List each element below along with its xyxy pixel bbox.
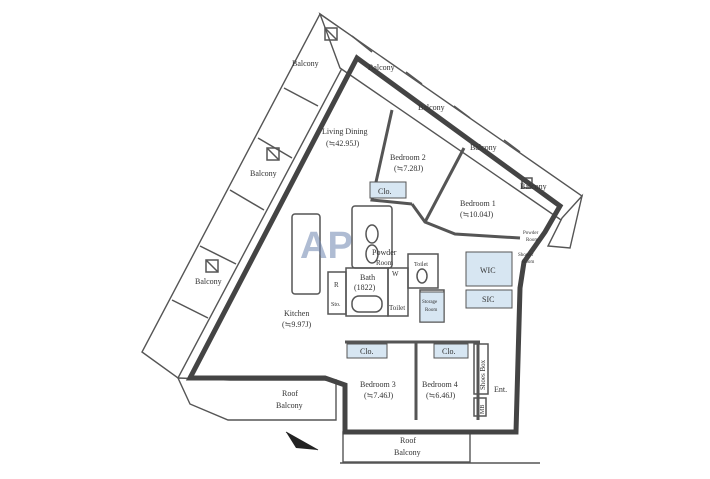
watermark-logo: AP xyxy=(300,225,353,267)
label-powder-small-1: Powder xyxy=(523,231,539,236)
label-bedroom2-area: (≒7.28J) xyxy=(394,164,423,173)
wall-bedroom2-left xyxy=(370,109,413,206)
label-roof-left-2: Balcony xyxy=(276,401,303,410)
label-bath-size: (1822) xyxy=(354,283,376,292)
strip-divider xyxy=(171,299,209,319)
toilet-upper-box xyxy=(407,253,439,289)
label-kitchen-area: (≒9.97J) xyxy=(282,320,311,329)
label-bedroom4: Bedroom 4 xyxy=(422,380,458,389)
toilet-bowl xyxy=(416,268,428,284)
label-shoes-box: Shoes Box xyxy=(479,359,487,390)
label-bedroom1: Bedroom 1 xyxy=(460,199,496,208)
label-kitchen: Kitchen xyxy=(284,309,309,318)
label-shower-2: Room xyxy=(522,260,534,265)
strip-divider xyxy=(229,189,265,211)
wall-bedroom2-bedroom1 xyxy=(423,147,466,223)
closet-bedroom2 xyxy=(369,181,407,199)
storage-fill xyxy=(419,291,445,323)
label-balcony-top-3: Balcony xyxy=(470,143,497,152)
sink-2 xyxy=(365,244,379,264)
label-bedroom3-area: (≒7.46J) xyxy=(364,391,393,400)
label-powder-small-2: Room xyxy=(526,238,538,243)
label-powder-room-2: Room xyxy=(376,259,394,267)
label-bedroom2: Bedroom 2 xyxy=(390,153,426,162)
label-living-dining: Living Dining xyxy=(322,127,368,136)
label-toilet-lower: Toilet xyxy=(389,304,405,312)
label-balcony-top-2: Balcony xyxy=(418,103,445,112)
north-arrow-icon xyxy=(285,431,319,451)
label-refrigerator: R xyxy=(334,281,339,289)
label-balcony-top-1: Balcony xyxy=(368,63,395,72)
label-balcony-top-4: Balcony xyxy=(520,182,547,191)
label-storage-1: Storage xyxy=(422,300,438,305)
label-sto: Sto. xyxy=(331,302,341,308)
wall-bedroom-bottom xyxy=(410,203,521,240)
kitchen-counter xyxy=(291,213,321,295)
powder-counter xyxy=(351,205,393,269)
mb-frame xyxy=(473,397,487,417)
label-clo-bedroom4: Clo. xyxy=(442,347,456,356)
label-bedroom1-area: (≒10.04J) xyxy=(460,210,493,219)
label-roof-bottom-1: Roof xyxy=(400,436,416,445)
label-sic: SIC xyxy=(482,295,494,304)
label-wic: WIC xyxy=(480,266,496,275)
label-shower-1: Shower xyxy=(518,253,534,258)
label-balcony-left-top: Balcony xyxy=(292,59,319,68)
strip-divider xyxy=(405,71,423,85)
strip-divider xyxy=(199,245,237,265)
closet-bedroom3 xyxy=(346,343,388,359)
roof-balcony-left-area xyxy=(176,377,337,421)
strip-divider xyxy=(283,87,319,107)
label-mb: MB xyxy=(480,405,486,414)
label-bedroom3: Bedroom 3 xyxy=(360,380,396,389)
wc-area xyxy=(387,267,409,317)
unit-outline xyxy=(185,54,564,435)
label-entrance: Ent. xyxy=(494,385,507,394)
label-balcony-left-middle: Balcony xyxy=(250,169,277,178)
label-living-dining-area: (≒42.95J) xyxy=(326,139,359,148)
label-roof-bottom-2: Balcony xyxy=(394,448,421,457)
label-bedroom4-area: (≒6.46J) xyxy=(426,391,455,400)
label-clo-bedroom2: Clo. xyxy=(378,187,392,196)
sic-box xyxy=(465,289,513,309)
strip-divider xyxy=(503,139,521,153)
closet-bedroom4 xyxy=(433,343,469,359)
label-powder-room-1: Powder xyxy=(372,248,397,257)
closets xyxy=(346,181,513,417)
kitchen-storage xyxy=(327,271,347,315)
strip-divider xyxy=(351,35,373,53)
label-balcony-left-bottom: Balcony xyxy=(195,277,222,286)
label-wc: W xyxy=(392,270,399,278)
label-toilet-upper: Toilet xyxy=(414,262,428,268)
balcony-right-end xyxy=(546,193,584,249)
partitions xyxy=(291,109,521,420)
sink-1 xyxy=(365,224,379,244)
label-bath: Bath xyxy=(360,273,375,282)
bathtub xyxy=(351,295,383,313)
wic-box xyxy=(465,251,513,287)
balcony-left-strip xyxy=(141,12,358,380)
label-storage-2: Room xyxy=(425,308,437,313)
strip-divider xyxy=(453,105,471,119)
label-roof-left-1: Roof xyxy=(282,389,298,398)
shoes-box-frame xyxy=(473,343,489,395)
label-clo-bedroom3: Clo. xyxy=(360,347,374,356)
